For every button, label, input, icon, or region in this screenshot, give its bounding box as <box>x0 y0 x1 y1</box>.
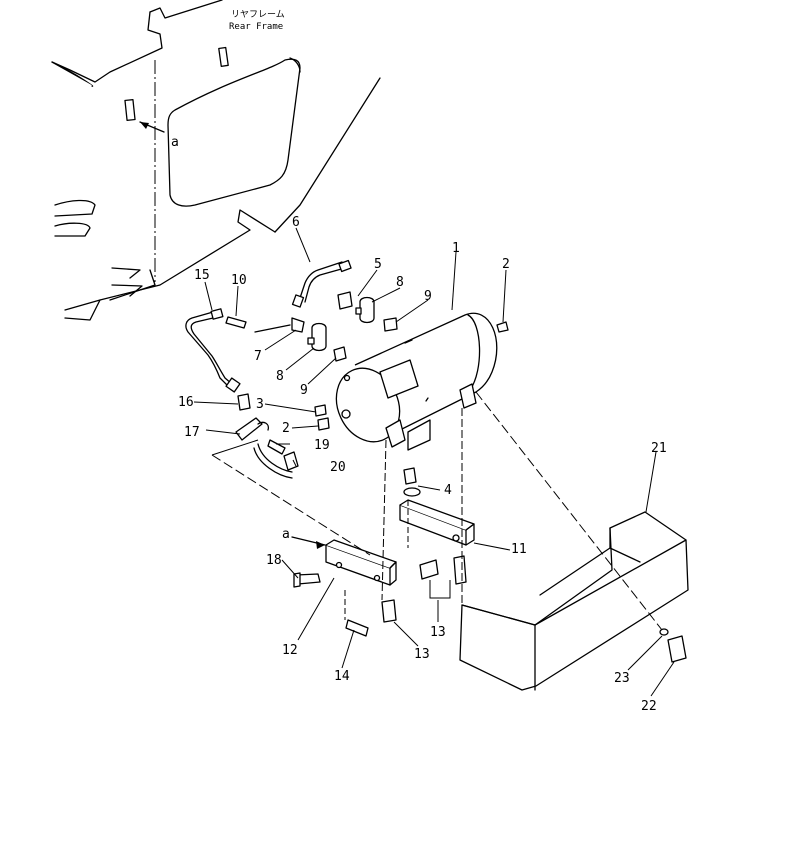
callout-1: 1 <box>452 241 460 256</box>
callout-7: 7 <box>254 349 262 364</box>
callout-12: 12 <box>282 643 298 658</box>
callout-10: 10 <box>231 273 247 288</box>
callout-17: 17 <box>184 425 200 440</box>
callout-3: 3 <box>256 397 264 412</box>
callout-23: 23 <box>614 671 630 686</box>
fittings <box>225 291 509 497</box>
cover-21 <box>459 511 689 691</box>
callout-8-upper: 8 <box>396 275 404 290</box>
callout-18: 18 <box>266 553 282 568</box>
callout-14: 14 <box>334 669 350 684</box>
callout-11: 11 <box>511 542 527 557</box>
view-marker-upper: a <box>171 135 179 150</box>
callout-16: 16 <box>178 395 194 410</box>
bolts <box>293 555 687 663</box>
callout-20: 20 <box>330 460 346 475</box>
callout-6: 6 <box>292 215 300 230</box>
callout-15: 15 <box>194 268 210 283</box>
pipe-15 <box>185 308 241 393</box>
callout-5: 5 <box>374 257 382 272</box>
bracket-11 <box>399 499 475 546</box>
callout-13-lower: 13 <box>414 647 430 662</box>
callout-2-top: 2 <box>502 257 510 272</box>
bracket-12 <box>325 539 397 586</box>
callout-13-right: 13 <box>430 625 446 640</box>
callout-2-lower: 2 <box>282 421 290 436</box>
callouts: 1 2 2 3 4 5 6 7 8 8 9 9 10 11 12 13 13 1… <box>178 215 667 714</box>
rear-frame <box>51 0 381 321</box>
callout-19: 19 <box>314 438 330 453</box>
callout-22: 22 <box>641 699 657 714</box>
callout-21: 21 <box>651 441 667 456</box>
view-marker-lower: a <box>282 527 290 542</box>
leader-lines <box>193 227 675 697</box>
callout-9-lower: 9 <box>300 383 308 398</box>
frame-label-jp: リヤフレーム <box>231 9 285 20</box>
callout-4: 4 <box>444 483 452 498</box>
pipe-6 <box>291 259 352 308</box>
air-tank <box>335 312 498 451</box>
frame-label: リヤフレーム Rear Frame <box>229 9 285 32</box>
callout-8-lower: 8 <box>276 369 284 384</box>
assembly-lines <box>211 391 663 631</box>
frame-label-en: Rear Frame <box>229 22 283 32</box>
callout-9-upper: 9 <box>424 289 432 304</box>
